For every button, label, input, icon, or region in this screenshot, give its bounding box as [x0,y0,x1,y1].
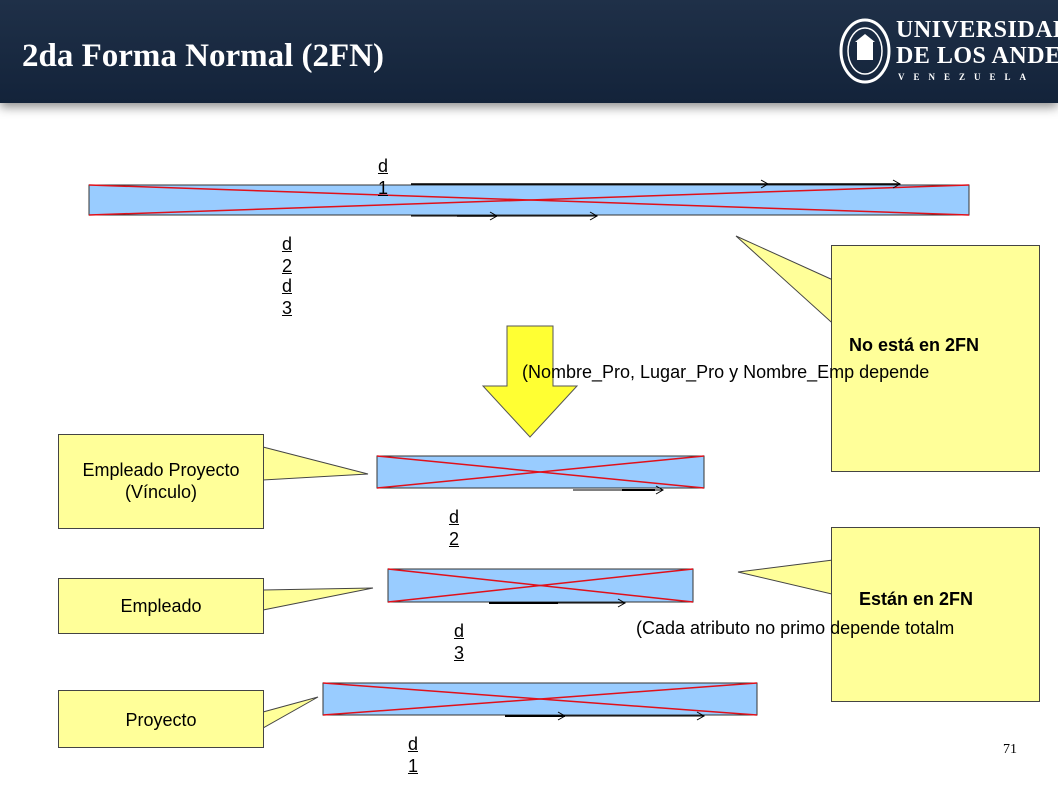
relation-empleado [387,568,694,608]
callout-proyecto [58,690,264,748]
callout-in-2fn [831,527,1040,702]
callout-in-2fn-title: Están en 2FN [859,589,974,609]
transform-arrow-icon [481,325,579,438]
entity-proyecto-label: Proyecto [125,710,197,730]
university-seal-icon [839,18,891,84]
callout-proyecto-tail [262,696,319,729]
logo-line-1: UNIVERSIDAD [896,17,1058,43]
slide-header: 2da Forma Normal (2FN) UNIVERSIDAD DE LO… [0,0,1058,103]
entity-empleado-label: Empleado [120,596,202,616]
logo-line-3: VENEZUELA [898,72,1036,82]
callout-not-2fn-title: No está en 2FN [849,335,980,355]
callout-in-2fn-tail [737,559,837,596]
callout-empleado-tail [262,587,374,611]
relation-empleado-proyecto [376,455,705,495]
callout-not-2fn-text: (Nombre_Pro, Lugar_Pro y Nombre_Emp depe… [522,362,930,382]
relation-proyecto [322,682,758,721]
callout-not-2fn [831,245,1040,472]
entity-empleado-proyecto-label: Empleado Proyecto (Vínculo) [82,460,240,502]
university-logo: UNIVERSIDAD DE LOS ANDES VENEZUELA [838,14,1058,92]
callout-emp-proy-tail [262,446,369,481]
page-number: 71 [1003,742,1017,757]
logo-line-2: DE LOS ANDES [896,43,1058,69]
slide-title: 2da Forma Normal (2FN) [22,38,385,74]
callout-empleado [58,578,264,634]
callout-empleado-proyecto [58,434,264,529]
callout-in-2fn-text: (Cada atributo no primo depende totalm [636,618,955,638]
relation-original [88,179,970,221]
callout-not-2fn-tail [735,235,841,332]
